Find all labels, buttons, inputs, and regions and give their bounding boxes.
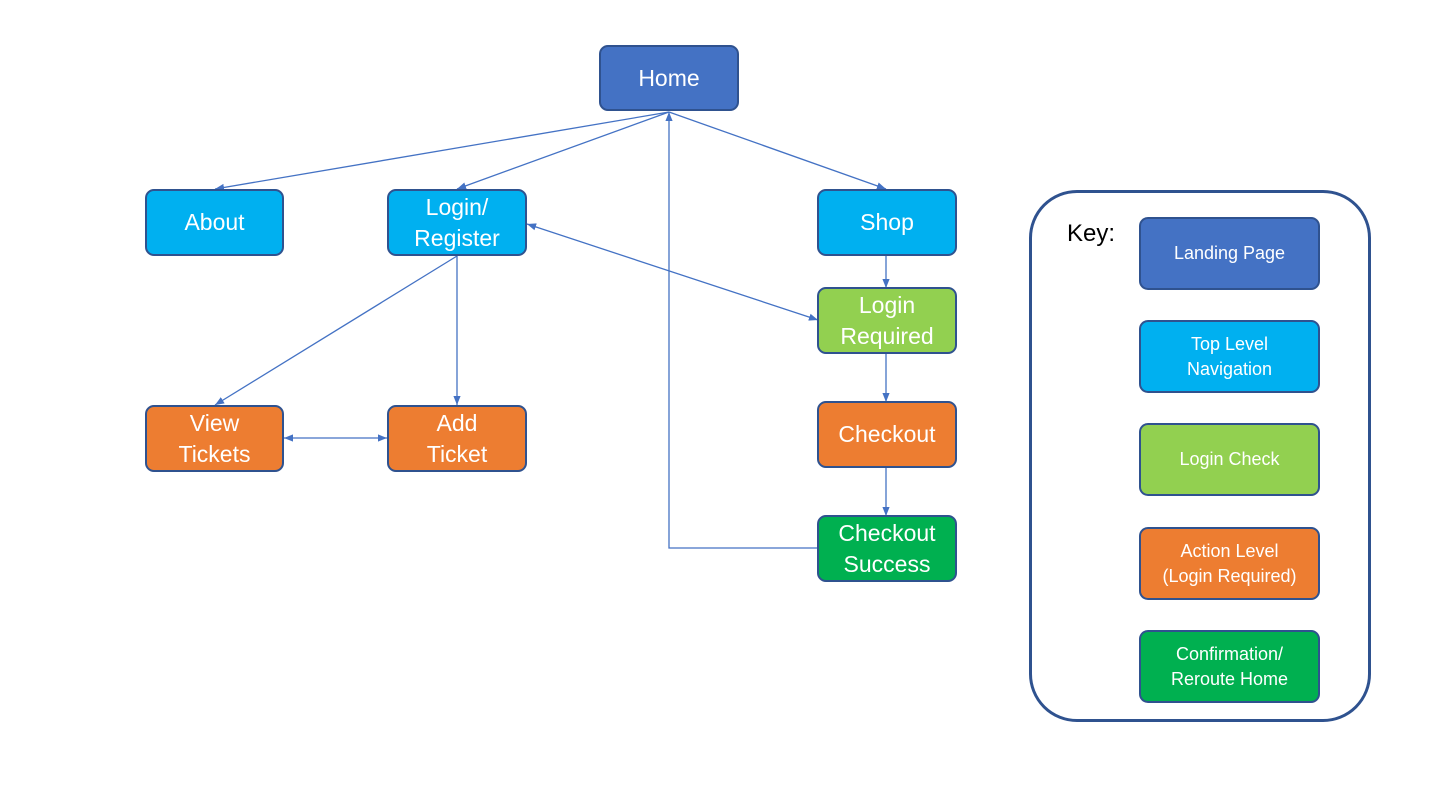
key-item-confirmation: Confirmation/ Reroute Home [1139,630,1320,703]
key-item-landing-page: Landing Page [1139,217,1320,290]
edge-login-register-login-required [526,223,819,321]
node-login-register[interactable]: Login/ Register [387,189,527,256]
node-view-tickets[interactable]: View Tickets [145,405,284,472]
key-item-top-level-navigation: Top Level Navigation [1139,320,1320,393]
node-home[interactable]: Home [599,45,739,111]
key-title: Key: [1067,220,1116,247]
node-login-required[interactable]: Login Required [817,287,957,354]
edge-success-home [665,112,818,549]
edge-home-login-register [456,111,670,190]
edge-home-about [214,111,670,192]
node-checkout-success[interactable]: Checkout Success [817,515,957,582]
node-add-ticket[interactable]: Add Ticket [387,405,527,472]
node-checkout[interactable]: Checkout [817,401,957,468]
node-about[interactable]: About [145,189,284,256]
key-item-action-level: Action Level (Login Required) [1139,527,1320,600]
node-shop[interactable]: Shop [817,189,957,256]
key-item-login-check: Login Check [1139,423,1320,496]
edge-home-shop [668,111,887,190]
edge-login-register-view-tickets [214,255,458,406]
